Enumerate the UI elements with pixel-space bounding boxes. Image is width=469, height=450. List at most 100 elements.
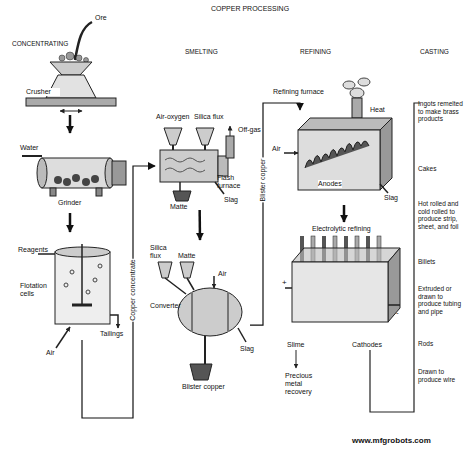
node-label: Electrolytic refining [312,225,402,233]
node-label: Crusher [26,88,60,96]
column-heading: SMELTING [185,48,218,56]
flow-connector [343,205,346,222]
flow-connector [69,115,72,133]
ore-lump [76,55,82,61]
flames [305,141,369,168]
connector-label: Copper concentrate [129,258,137,321]
grinder-leg [50,188,56,196]
part-label: Off-gas [238,126,261,134]
flow-connector [198,210,201,240]
part-label: Anodes [318,180,342,188]
part-label: Cakes [418,165,467,173]
node-label: Grinder [58,199,98,207]
crusher-unit: Crusher [20,60,120,115]
smoke [358,78,370,86]
part-label: Blister copper [182,383,238,391]
slag-spout [238,328,246,342]
grinder-leg [96,188,102,196]
tank-side [388,248,400,322]
furnace-front [298,130,380,190]
grinding-ball [63,178,71,186]
slime-arrow [296,350,297,368]
pour-stream [204,336,206,364]
converter-unit: Converter [150,240,250,360]
ore-arrow [75,22,92,60]
electrolytic-cell-unit: Electrolytic refining [282,222,402,337]
casting-flow-line [370,103,420,412]
part-label: + [282,278,287,287]
node-label: Refining furnace [273,88,343,96]
matte-spout [179,182,181,191]
part-label: Slag [240,345,254,353]
blister-ladle [190,364,212,380]
furnace-melt [165,158,205,172]
grinding-ball [91,175,99,183]
part-label: Hot rolled and cold rolled to produce st… [418,200,467,230]
column-heading: REFINING [300,48,331,56]
air-pipe [213,276,215,288]
drum-ring [192,292,228,332]
tank-top [292,248,400,262]
tailings-pipe [110,315,118,328]
grinding-ball [72,174,80,182]
part-label: Reagents [18,246,48,254]
furnace-body [160,150,218,182]
part-label: Air [46,349,55,357]
part-label: Rods [418,340,467,348]
part-label: Billets [418,258,467,266]
part-label: Air [218,270,227,278]
ore-lump [59,55,65,61]
air-pipe [284,152,298,154]
part-label: Slime [287,341,305,349]
converter-feed [165,278,194,294]
slag-spout [380,184,388,193]
node-label: Flash furnace [217,174,250,190]
feed-hopper [196,128,214,145]
part-label: Silica flux [150,244,174,260]
part-label: Ingots remelted to make brass products [418,100,467,123]
part-label: Water [20,144,38,152]
grinder-motor [112,161,126,185]
diagram-title: COPPER PROCESSING [180,5,320,13]
water-pipe [22,155,42,157]
feed-hopper [164,128,182,145]
flow-connector [250,103,300,325]
part-label: Silica flux [194,113,234,121]
part-label: Air [272,145,281,153]
part-label: - [396,308,399,317]
node-label: Converter [150,302,182,310]
node-label: Flotation cells [20,282,54,298]
converter-drum [178,288,242,336]
bubble [98,264,102,268]
refining-furnace-unit: Refining furnace [285,110,403,205]
ore-lump [66,52,74,60]
tank-front [292,262,388,322]
smoke [350,88,364,98]
bubble [86,290,90,294]
bubble [64,283,68,287]
off-gas-arrow [230,126,231,136]
impeller [72,304,92,307]
furnace-top [298,118,392,130]
flux-hopper [158,262,172,278]
bubble [70,270,74,274]
off-gas-stack [226,136,234,158]
crusher-hopper [50,62,92,75]
chimney [352,98,362,118]
grinding-ball [82,178,90,186]
part-label: Cathodes [352,341,382,349]
connector-group [70,103,344,418]
connector-label: Blister copper [259,158,267,203]
part-label: Precious metal recovery [285,372,323,396]
part-label: Matte [170,203,188,211]
part-label: Extruded or drawn to produce tubing and … [418,285,467,315]
part-label: Slag [224,196,238,204]
part-label: Drawn to produce wire [418,368,467,383]
flow-connector [82,166,155,418]
feed-pipe [173,145,205,150]
smoke [343,81,355,89]
flow-connector [69,213,72,232]
grinding-ball [54,176,62,184]
